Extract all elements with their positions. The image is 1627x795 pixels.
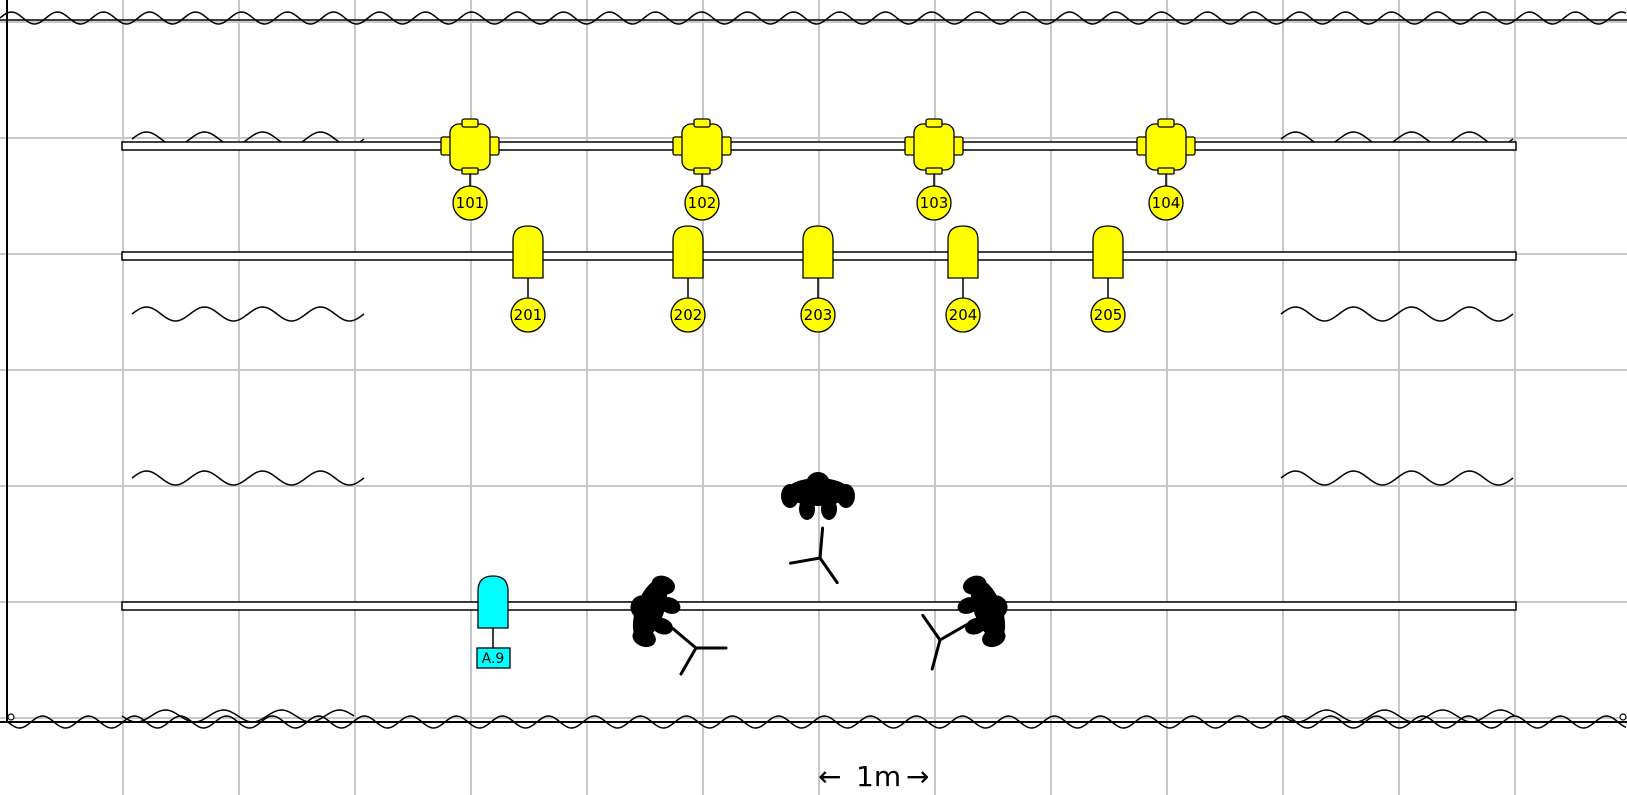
fixture-tag-205 — [1090, 297, 1126, 333]
fixture-102: 102 — [672, 118, 732, 221]
fixture-tag-203 — [800, 297, 836, 333]
person-right — [957, 575, 1008, 648]
border-wave-overlay-right — [1282, 709, 1516, 723]
scale-left-arrow: ← — [818, 760, 841, 793]
fixture-204: 204 — [945, 225, 981, 333]
fixture-103: 103 — [904, 118, 964, 221]
fixture-202: 202 — [670, 225, 706, 333]
fixture-101: 101 — [440, 118, 500, 221]
fixture-number: 202 — [674, 306, 703, 324]
top-border-wave — [0, 11, 1627, 25]
fixture-201: 201 — [510, 225, 546, 333]
border-wave-overlay-left — [121, 709, 355, 723]
tripod-right-icon — [921, 613, 968, 671]
fixture-tag-103 — [916, 185, 952, 221]
fixture-number: 204 — [949, 306, 978, 324]
tripod-centre-icon — [789, 526, 839, 585]
fixture-a9: A.9 — [476, 575, 511, 669]
fixture-tag-a9 — [476, 647, 511, 669]
batten-1 — [121, 141, 1517, 151]
fixture-number: 101 — [456, 194, 485, 212]
curtain-wave-row2-right — [1280, 306, 1514, 322]
tripod-left-icon — [671, 627, 728, 676]
fixture-205: 205 — [1090, 225, 1126, 333]
fixture-tag-202 — [670, 297, 706, 333]
floor-unit: A.9 — [476, 575, 511, 669]
person-left — [630, 575, 681, 648]
fixture-tag-204 — [945, 297, 981, 333]
floor-batten — [121, 601, 1517, 611]
people — [630, 472, 1008, 648]
fixture-number: 103 — [920, 194, 949, 212]
fixture-number: 104 — [1152, 194, 1181, 212]
scale-right-arrow: → — [906, 760, 929, 793]
fixture-104: 104 — [1136, 118, 1196, 221]
fixture-203: 203 — [800, 225, 836, 333]
fixture-tag-101 — [452, 185, 488, 221]
fixture-number: A.9 — [482, 651, 505, 667]
tripod-stands — [671, 526, 968, 676]
curtain-wave-row2-left — [131, 306, 365, 322]
corner-node-left — [7, 713, 15, 721]
fixture-number: 102 — [688, 194, 717, 212]
corner-node-right — [1619, 713, 1627, 721]
fixture-tag-102 — [684, 185, 720, 221]
fixture-number: 205 — [1094, 306, 1123, 324]
curtain-wave-row3-left — [131, 470, 365, 486]
person-centre — [781, 472, 855, 520]
curtain-wave-row3-right — [1280, 470, 1514, 486]
fixture-tag-201 — [510, 297, 546, 333]
fixture-number: 201 — [514, 306, 543, 324]
fixture-number: 203 — [804, 306, 833, 324]
curtain-waves — [0, 11, 1627, 729]
scale-bar: ← 1m → — [818, 760, 929, 793]
row1-fixtures: 101 102 103 104 — [440, 118, 1196, 221]
row2-fixtures: 201 202 203 204 205 — [510, 225, 1126, 333]
scale-label: 1m — [856, 760, 901, 793]
bottom-border-wave — [7, 715, 1627, 729]
fixture-tag-104 — [1148, 185, 1184, 221]
